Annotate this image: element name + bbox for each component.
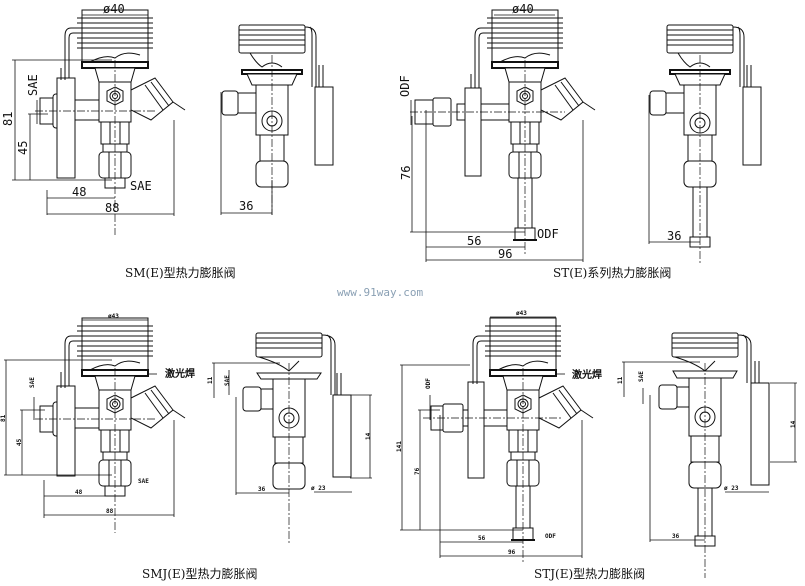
sm-e-height-total: 81 (1, 112, 15, 126)
st-e-head-diameter: ø40 (512, 2, 534, 16)
sm-e-side-view (221, 24, 334, 215)
watermark: www.91way.com (337, 286, 424, 299)
smj-e-side-dimensions: 11 SAE 36 14 ø 23 (207, 362, 372, 495)
stj-e-side-offset-a: 11 (617, 376, 624, 384)
stj-e-dimensions: ø43 激光焊 141 76 ODF ODF 56 96 (396, 310, 602, 558)
stj-e-front-view (423, 317, 594, 563)
stj-e-bulb-diameter: ø 23 (724, 485, 739, 492)
smj-e-height-inlet: 45 (16, 438, 23, 446)
smj-e-head-diameter: ø43 (108, 313, 119, 320)
stj-e-side-view (658, 332, 770, 578)
st-e-front-view (410, 9, 596, 255)
stj-e-weld-annotation: 激光焊 (572, 368, 602, 381)
stj-e-height-inlet: 76 (414, 467, 421, 475)
stj-e-height-total: 141 (396, 441, 403, 452)
st-e-height-inlet: 76 (399, 166, 413, 180)
stj-e-caption: STJ(E)型热力膨胀阀 (534, 567, 646, 581)
smj-e-width-outlet: 48 (75, 489, 83, 496)
smj-e-outlet-label: SAE (138, 478, 149, 485)
stj-e-inlet-label: ODF (425, 378, 432, 389)
st-e-side-width: 36 (667, 229, 681, 243)
smj-e-inlet-label: SAE (29, 377, 36, 388)
stj-e-width-total: 96 (508, 549, 516, 556)
stj-e-side-offset-b: SAE (638, 371, 645, 382)
smj-e-height-total: 81 (0, 414, 7, 422)
stj-e-outlet-label: ODF (545, 533, 556, 540)
stj-e-head-diameter: ø43 (516, 310, 527, 317)
sm-e-outlet-label: SAE (130, 179, 152, 193)
sm-e-width-total: 88 (105, 201, 119, 215)
sm-e-width-outlet: 48 (72, 185, 86, 199)
smj-e-front-view (35, 317, 186, 533)
smj-e-weld-annotation: 激光焊 (165, 367, 195, 380)
smj-e-side-offset-b: SAE (224, 375, 231, 386)
st-e-width-total: 96 (498, 247, 512, 261)
smj-e-side-width: 36 (258, 486, 266, 493)
stj-e-width-outlet: 56 (478, 535, 486, 542)
smj-e-dimensions: ø43 激光焊 81 45 SAE SAE 48 88 (0, 313, 195, 518)
sm-e-inlet-label: SAE (26, 74, 40, 96)
sm-e-dimensions: ø40 81 45 SAE SAE 48 88 (1, 2, 175, 216)
st-e-caption: ST(E)系列热力膨胀阀 (553, 266, 672, 280)
stj-e-side-width: 36 (672, 533, 680, 540)
smj-e-width-total: 88 (106, 508, 114, 515)
st-e-outlet-label: ODF (537, 227, 559, 241)
sm-e-side-dimensions: 36 (220, 92, 273, 215)
st-e-side-dimensions: 36 (648, 95, 700, 244)
sm-e-height-inlet: 45 (16, 141, 30, 155)
stj-e-bulb-length: 14 (790, 420, 797, 428)
sm-e-head-diameter: ø40 (103, 2, 125, 16)
smj-e-bulb-diameter: ø 23 (311, 485, 326, 492)
st-e-inlet-label: ODF (398, 75, 412, 97)
st-e-side-view (649, 24, 762, 265)
stj-e-side-dimensions: 11 SAE 36 14 ø 23 (617, 361, 797, 542)
sm-e-side-width: 36 (239, 199, 253, 213)
smj-e-bulb-length: 14 (365, 432, 372, 440)
st-e-width-outlet: 56 (467, 234, 481, 248)
st-e-dimensions: ø40 ODF 76 ODF 56 96 (398, 2, 584, 262)
smj-e-side-view (242, 332, 352, 545)
sm-e-caption: SM(E)型热力膨胀阀 (125, 266, 236, 280)
smj-e-side-offset-a: 11 (207, 376, 214, 384)
smj-e-caption: SMJ(E)型热力膨胀阀 (142, 567, 258, 581)
sm-e-front-view (35, 9, 186, 235)
